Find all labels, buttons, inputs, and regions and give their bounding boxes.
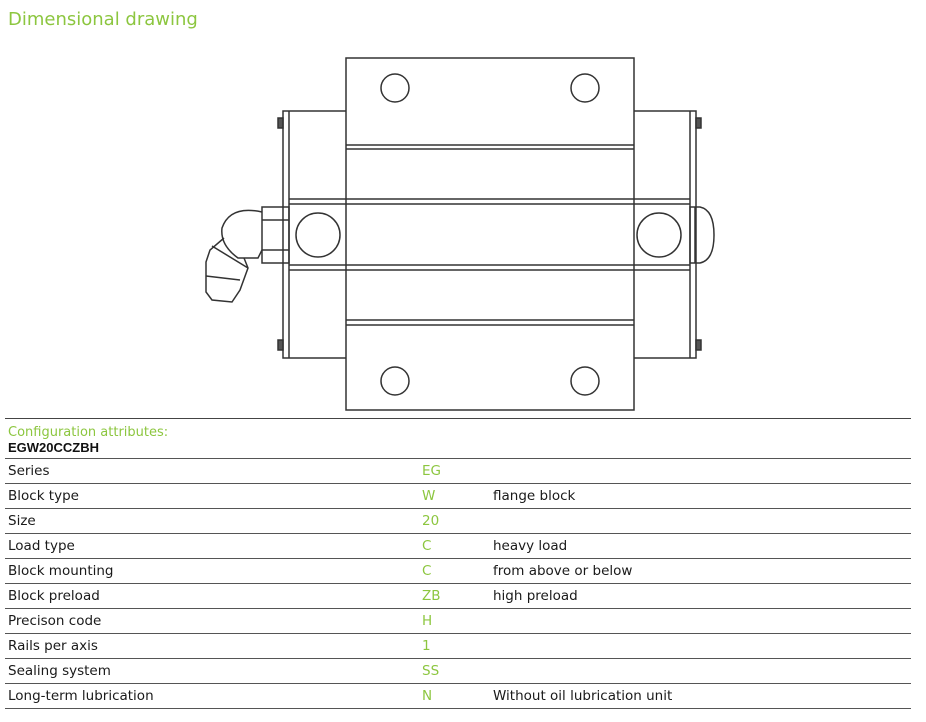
page-title: Dimensional drawing bbox=[8, 9, 198, 30]
table-row: Series EG bbox=[5, 458, 911, 483]
attribute-cell: Load type bbox=[8, 538, 75, 554]
table-row: Long-term lubrication N Without oil lubric… bbox=[5, 683, 911, 709]
code-cell: 20 bbox=[422, 513, 440, 529]
code-cell: ZB bbox=[422, 588, 441, 604]
attribute-cell: Block mounting bbox=[8, 563, 114, 579]
code-cell: SS bbox=[422, 663, 440, 679]
table-row: Sealing system SS bbox=[5, 658, 911, 683]
attribute-cell: Precison code bbox=[8, 613, 102, 629]
configuration-label: Configuration attributes: bbox=[8, 425, 169, 440]
code-cell: W bbox=[422, 488, 436, 504]
mounting-hole bbox=[380, 73, 410, 103]
code-cell: EG bbox=[422, 463, 441, 479]
mounting-hole bbox=[380, 366, 410, 396]
attribute-cell: Size bbox=[8, 513, 36, 529]
attribute-cell: Sealing system bbox=[8, 663, 111, 679]
table-row: Rails per axis 1 bbox=[5, 633, 911, 658]
table-row: Precison code H bbox=[5, 608, 911, 633]
code-cell: C bbox=[422, 538, 432, 554]
dimensional-drawing bbox=[205, 57, 715, 411]
mounting-hole bbox=[570, 73, 600, 103]
mounting-hole bbox=[570, 366, 600, 396]
configuration-table: Configuration attributes: EGW20CCZBH Ser… bbox=[5, 418, 911, 709]
end-cap bbox=[689, 206, 715, 264]
description-cell: from above or below bbox=[493, 563, 633, 579]
configuration-header: Configuration attributes: EGW20CCZBH bbox=[5, 418, 911, 458]
attribute-cell: Long-term lubrication bbox=[8, 688, 154, 704]
code-cell: H bbox=[422, 613, 433, 629]
description-cell: heavy load bbox=[493, 538, 568, 554]
attribute-cell: Series bbox=[8, 463, 50, 479]
attribute-cell: Block type bbox=[8, 488, 79, 504]
flange-block bbox=[345, 57, 635, 411]
side-hole bbox=[295, 212, 341, 258]
grease-nipple bbox=[205, 206, 290, 303]
side-hole bbox=[636, 212, 682, 258]
table-row: Size 20 bbox=[5, 508, 911, 533]
table-row: Block preload ZB high preload bbox=[5, 583, 911, 608]
attribute-cell: Rails per axis bbox=[8, 638, 98, 654]
description-cell: flange block bbox=[493, 488, 576, 504]
configuration-code: EGW20CCZBH bbox=[8, 440, 100, 455]
code-cell: N bbox=[422, 688, 433, 704]
attribute-cell: Block preload bbox=[8, 588, 100, 604]
description-cell: high preload bbox=[493, 588, 578, 604]
code-cell: 1 bbox=[422, 638, 431, 654]
code-cell: C bbox=[422, 563, 432, 579]
description-cell: Without oil lubrication unit bbox=[493, 688, 673, 704]
